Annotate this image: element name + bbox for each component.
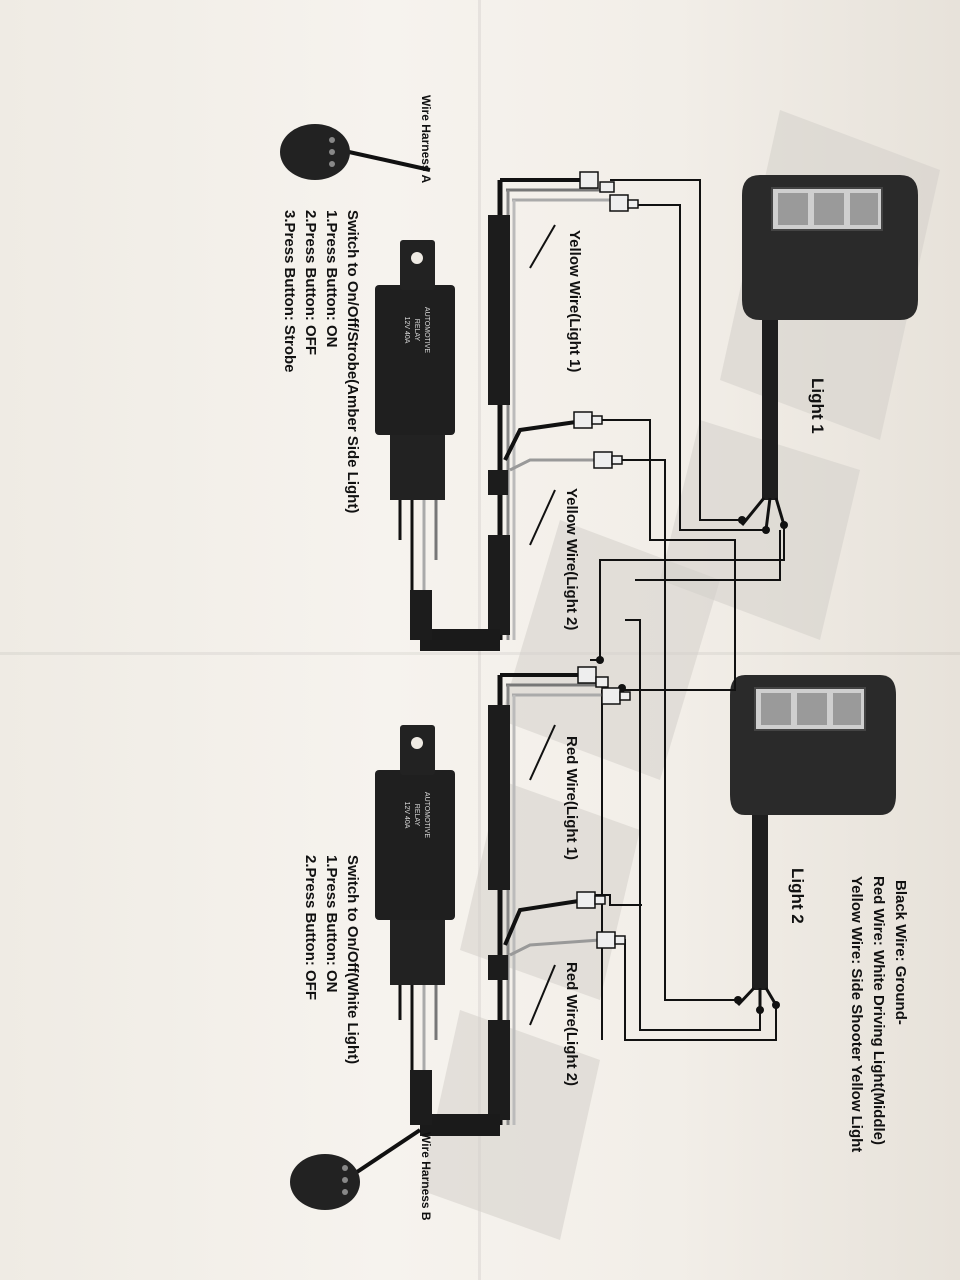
junction-dots <box>596 516 788 1014</box>
light-1-lamp <box>740 175 918 531</box>
light-1-label: Light 1 <box>808 378 827 434</box>
switch-button-a <box>280 124 431 180</box>
harness-b-switch-title: Switch to On/Off(White Light) <box>344 855 361 1064</box>
relay-a: AUTOMOTIVE RELAY 12V 40A <box>375 240 455 590</box>
harness-a-step-3: 3.Press Button: Strobe <box>281 210 298 373</box>
legend-red: Red Wire: White Driving Light(Middle) <box>870 876 887 1145</box>
harness-a-step-1: 1.Press Button: ON <box>323 210 340 348</box>
connectors-a <box>573 171 639 469</box>
harness-b-step-2: 2.Press Button: OFF <box>302 855 319 1000</box>
relay-a-text-2: RELAY <box>413 319 420 342</box>
switch-button-b <box>290 1128 422 1210</box>
relay-a-text-1: AUTOMOTIVE <box>423 307 430 353</box>
light-2-lamp <box>730 675 896 1010</box>
connectors-b <box>576 666 631 949</box>
label-pointer-lines <box>529 224 556 1026</box>
harness-a-text: Wire Harness A Switch to On/Off/Strobe(A… <box>281 95 433 513</box>
harness-a-step-2: 2.Press Button: OFF <box>302 210 319 355</box>
yellow-wire-light-1-label: Yellow Wire(Light 1) <box>566 230 583 372</box>
red-wire-light-2-label: Red Wire(Light 2) <box>563 962 580 1086</box>
harness-a-title: Wire Harness A <box>419 95 433 183</box>
relay-b-text-3: 12V 40A <box>403 802 410 829</box>
legend-black: Black Wire: Ground- <box>892 880 909 1025</box>
relay-a-text-3: 12V 40A <box>403 317 410 344</box>
harness-a-bundle <box>410 178 610 651</box>
legend: Black Wire: Ground- Red Wire: White Driv… <box>848 876 909 1152</box>
harness-b-text: Wire Harness B Switch to On/Off(White Li… <box>302 855 433 1221</box>
relay-b: AUTOMOTIVE RELAY 12V 40A <box>375 725 455 1070</box>
relay-b-text-2: RELAY <box>413 804 420 827</box>
harness-a-switch-title: Switch to On/Off/Strobe(Amber Side Light… <box>344 210 361 513</box>
legend-yellow: Yellow Wire: Side Shooter Yellow Light <box>848 876 865 1152</box>
paper-fold-horizontal <box>0 652 960 655</box>
harness-b-title: Wire Harness B <box>419 1132 433 1221</box>
relay-b-text-1: AUTOMOTIVE <box>423 792 430 838</box>
red-wire-light-1-label: Red Wire(Light 1) <box>563 736 580 860</box>
harness-b-step-1: 1.Press Button: ON <box>323 855 340 993</box>
light-2-label: Light 2 <box>788 868 807 924</box>
harness-b-bundle <box>410 673 615 1136</box>
yellow-wire-light-2-label: Yellow Wire(Light 2) <box>563 488 580 630</box>
